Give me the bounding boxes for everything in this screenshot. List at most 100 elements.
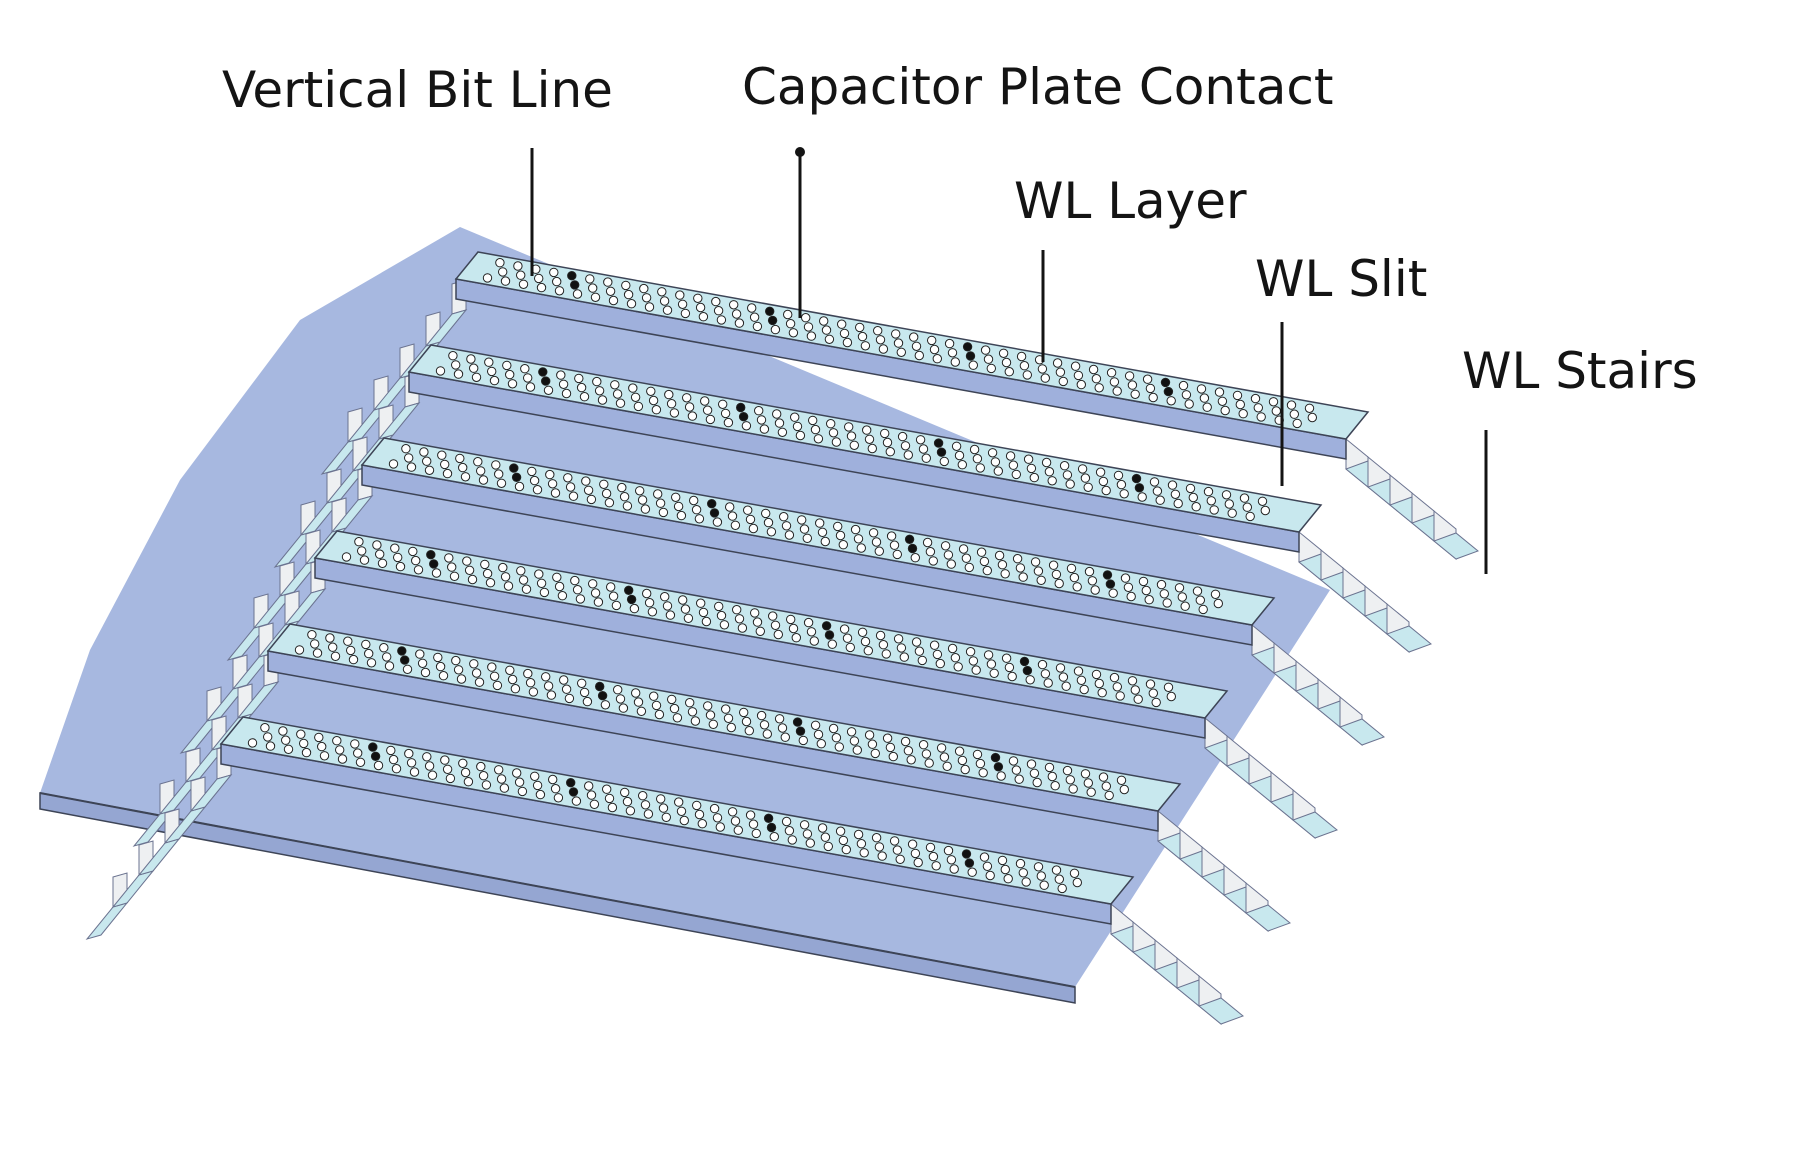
bit-line-hole <box>556 370 566 380</box>
bit-line-hole <box>694 809 705 820</box>
bit-line-hole <box>649 691 659 701</box>
bit-line-hole <box>1144 595 1154 605</box>
bit-line-hole <box>914 350 924 361</box>
bit-line-hole <box>294 645 305 655</box>
bit-line-hole <box>404 748 414 759</box>
bit-line-hole <box>821 325 832 335</box>
plate-contact-dot <box>990 752 1001 763</box>
bit-line-hole <box>726 722 736 733</box>
label-wl-slit: WL Slit <box>1255 250 1427 308</box>
bit-line-hole <box>1202 402 1212 412</box>
wl-stairs-right <box>1345 437 1479 561</box>
bit-line-hole <box>1304 403 1315 413</box>
plate-contact-dot <box>965 351 976 361</box>
bit-line-hole <box>1155 495 1165 505</box>
bit-line-hole <box>413 565 424 575</box>
bit-line-hole <box>442 764 453 774</box>
bit-line-hole <box>756 710 767 721</box>
bit-line-hole <box>1066 563 1077 574</box>
bit-line-hole <box>448 351 458 361</box>
bit-line-hole <box>1192 586 1203 596</box>
bit-line-hole <box>440 459 450 470</box>
bit-line-hole <box>612 389 623 399</box>
bit-line-hole <box>622 501 633 511</box>
bit-line-hole <box>703 701 713 711</box>
bit-line-array <box>388 444 1224 615</box>
bit-line-hole <box>752 617 763 627</box>
bit-line-hole <box>805 838 815 848</box>
bit-line-hole <box>419 447 429 457</box>
bit-line-hole <box>643 809 654 819</box>
bit-line-hole <box>684 402 695 412</box>
bit-line-hole <box>641 293 652 303</box>
bit-line-hole <box>979 556 990 567</box>
bit-line-hole <box>994 550 1005 561</box>
bit-line-hole <box>743 505 753 515</box>
bit-line-hole <box>1057 883 1067 894</box>
bit-line-hole <box>559 675 569 685</box>
bit-line-hole <box>391 764 402 774</box>
bit-line-hole <box>929 344 940 355</box>
bit-line-array <box>294 630 1130 801</box>
bit-line-hole <box>903 746 914 756</box>
bit-line-hole <box>476 761 486 772</box>
bit-line-hole <box>1086 787 1096 797</box>
bit-line-hole <box>734 614 745 624</box>
bit-line-hole <box>1196 384 1207 394</box>
bit-line-hole <box>1152 486 1163 496</box>
bit-line-hole <box>1037 659 1048 670</box>
bit-line-hole <box>1088 364 1099 375</box>
bit-line-hole <box>579 392 590 402</box>
bit-line-hole <box>990 457 1001 467</box>
bit-line-hole <box>1083 778 1094 788</box>
bit-line-hole <box>1068 784 1078 794</box>
bit-line-hole <box>820 832 831 842</box>
bit-line-hole <box>1206 496 1217 506</box>
bit-line-hole <box>687 411 698 421</box>
bit-line-hole <box>498 267 508 277</box>
bit-line-hole <box>961 553 972 563</box>
bit-line-hole <box>502 360 512 371</box>
bit-line-hole <box>1156 579 1167 590</box>
bit-line-hole <box>838 835 849 846</box>
bit-line-hole <box>935 658 945 669</box>
bit-line-hole <box>525 382 536 392</box>
bit-line-hole <box>636 706 647 716</box>
bit-line-hole <box>889 836 900 846</box>
bit-line-hole <box>608 591 619 601</box>
bit-line-hole <box>1004 662 1015 673</box>
bit-line-hole <box>878 344 889 354</box>
bit-line-hole <box>1033 862 1044 872</box>
bit-line-hole <box>893 634 904 644</box>
bit-line-hole <box>377 558 388 568</box>
bit-line-hole <box>626 299 637 309</box>
bit-line-hole <box>651 405 662 415</box>
bit-line-hole <box>727 807 738 817</box>
bit-line-hole <box>417 658 428 668</box>
bit-line-hole <box>918 740 929 750</box>
bit-line-hole <box>471 668 482 678</box>
bit-line-hole <box>747 303 757 313</box>
bit-line-hole <box>642 588 652 599</box>
bit-line-hole <box>299 738 309 749</box>
bit-line-hole <box>885 447 895 457</box>
bit-line-hole <box>892 845 903 855</box>
bit-line-hole <box>527 466 537 477</box>
bit-line-hole <box>773 629 783 640</box>
bit-line-hole <box>489 375 500 386</box>
bit-line-hole <box>965 647 976 657</box>
bit-line-hole <box>586 494 597 505</box>
bit-line-hole <box>826 419 836 429</box>
bit-line-hole <box>783 309 793 320</box>
bit-line-hole <box>678 595 688 605</box>
bit-line-hole <box>572 289 583 299</box>
bit-line-hole <box>1109 672 1120 683</box>
bit-line-hole <box>817 823 828 833</box>
bit-line-hole <box>1184 399 1194 409</box>
bit-line-hole <box>1221 490 1232 500</box>
bit-line-hole <box>733 825 743 835</box>
bit-line-hole <box>949 864 959 874</box>
bit-line-hole <box>1062 765 1073 776</box>
bit-line-hole <box>1073 370 1084 381</box>
